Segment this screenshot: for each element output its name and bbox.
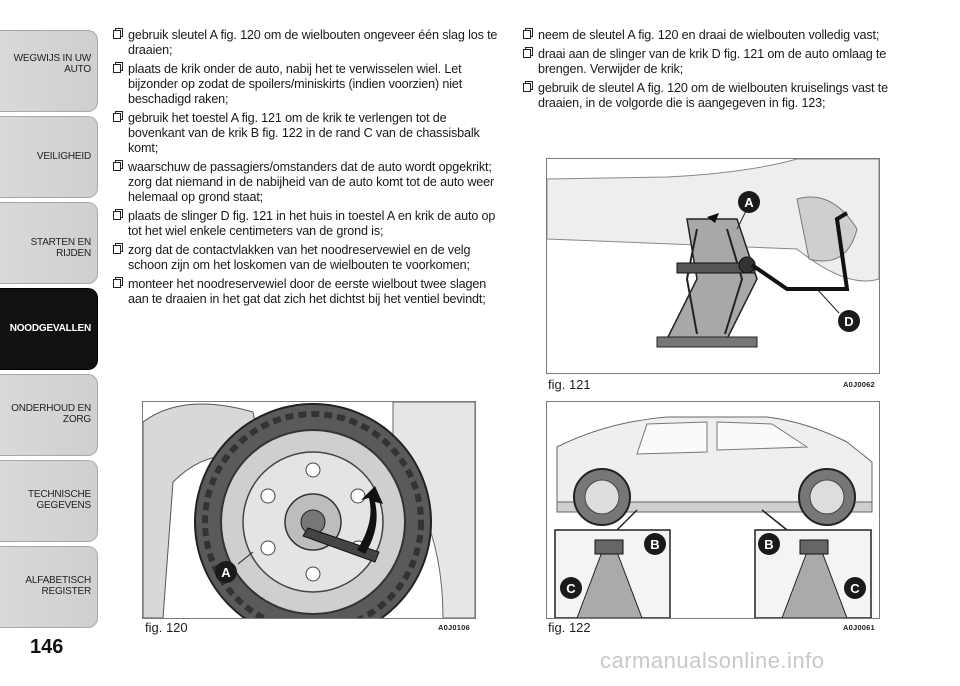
tab-label: TECHNISCHE GEGEVENS xyxy=(27,489,91,511)
tab-label: WEGWIJS IN UW AUTO xyxy=(13,53,92,75)
tab-label: ALFABETISCH REGISTER xyxy=(25,575,91,597)
label-a: A xyxy=(221,565,231,580)
figure-122-illustration: B B C C xyxy=(546,401,880,619)
checkbox-bullet-icon xyxy=(113,30,121,39)
figure-120-illustration: A xyxy=(142,401,476,619)
list-item: plaats de krik onder de auto, nabij het … xyxy=(112,62,504,107)
figure-caption: fig. 121 xyxy=(548,377,591,392)
tab-alfabetisch-register[interactable]: ALFABETISCH REGISTER xyxy=(0,546,98,628)
label-a: A xyxy=(744,195,754,210)
list-item: zorg dat de contactvlakken van het noodr… xyxy=(112,243,504,273)
tab-label: ONDERHOUD EN ZORG xyxy=(11,403,91,425)
page-number: 146 xyxy=(30,636,64,658)
checkbox-bullet-icon xyxy=(113,279,121,288)
label-c: C xyxy=(850,581,860,596)
label-d: D xyxy=(844,314,853,329)
checkbox-bullet-icon xyxy=(113,245,121,254)
list-item: monteer het noodreservewiel door de eers… xyxy=(112,277,504,307)
checkbox-bullet-icon xyxy=(523,30,531,39)
label-b: B xyxy=(764,537,773,552)
checkbox-bullet-icon xyxy=(523,49,531,58)
list-item: gebruik sleutel A fig. 120 om de wielbou… xyxy=(112,28,504,58)
checkbox-bullet-icon xyxy=(113,162,121,171)
tab-starten-en-rijden[interactable]: STARTEN EN RIJDEN xyxy=(0,202,98,284)
list-item: gebruik het toestel A fig. 121 om de kri… xyxy=(112,111,504,156)
wheel-wrench-drawing: A xyxy=(143,402,475,618)
label-b: B xyxy=(650,537,659,552)
tab-technische-gegevens[interactable]: TECHNISCHE GEGEVENS xyxy=(0,460,98,542)
label-c: C xyxy=(566,581,576,596)
tab-wegwijs[interactable]: WEGWIJS IN UW AUTO xyxy=(0,30,98,112)
list-item: plaats de slinger D fig. 121 in het huis… xyxy=(112,209,504,239)
tab-noodgevallen[interactable]: NOODGEVALLEN xyxy=(0,288,98,370)
tab-label: STARTEN EN RIJDEN xyxy=(30,237,92,259)
list-item: neem de sleutel A fig. 120 en draai de w… xyxy=(522,28,902,43)
tab-veiligheid[interactable]: VEILIGHEID xyxy=(0,116,98,198)
tab-onderhoud-en-zorg[interactable]: ONDERHOUD EN ZORG xyxy=(0,374,98,456)
list-item: gebruik de sleutel A fig. 120 om de wiel… xyxy=(522,81,902,111)
figure-caption: fig. 122 xyxy=(548,620,591,635)
figure-121-illustration: A D xyxy=(546,158,880,374)
figure-code: A0J0061 xyxy=(843,623,875,632)
tab-label: VEILIGHEID xyxy=(36,151,91,162)
car-jack-points-drawing: B B C C xyxy=(554,416,873,618)
tab-label: NOODGEVALLEN xyxy=(9,323,92,334)
checkbox-bullet-icon xyxy=(113,211,121,220)
chapter-sidebar: WEGWIJS IN UW AUTO VEILIGHEID STARTEN EN… xyxy=(0,0,100,640)
checkbox-bullet-icon xyxy=(523,83,531,92)
list-item: draai aan de slinger van de krik D fig. … xyxy=(522,47,902,77)
checkbox-bullet-icon xyxy=(113,113,121,122)
watermark: carmanualsonline.info xyxy=(600,648,825,673)
left-text-column: gebruik sleutel A fig. 120 om de wielbou… xyxy=(112,28,504,311)
figure-caption: fig. 120 xyxy=(145,620,188,635)
jack-drawing: A D xyxy=(547,159,879,348)
figure-code: A0J0106 xyxy=(438,623,470,632)
checkbox-bullet-icon xyxy=(113,64,121,73)
figure-code: A0J0062 xyxy=(843,380,875,389)
right-text-column: neem de sleutel A fig. 120 en draai de w… xyxy=(522,28,902,115)
list-item: waarschuw de passagiers/omstanders dat d… xyxy=(112,160,504,205)
